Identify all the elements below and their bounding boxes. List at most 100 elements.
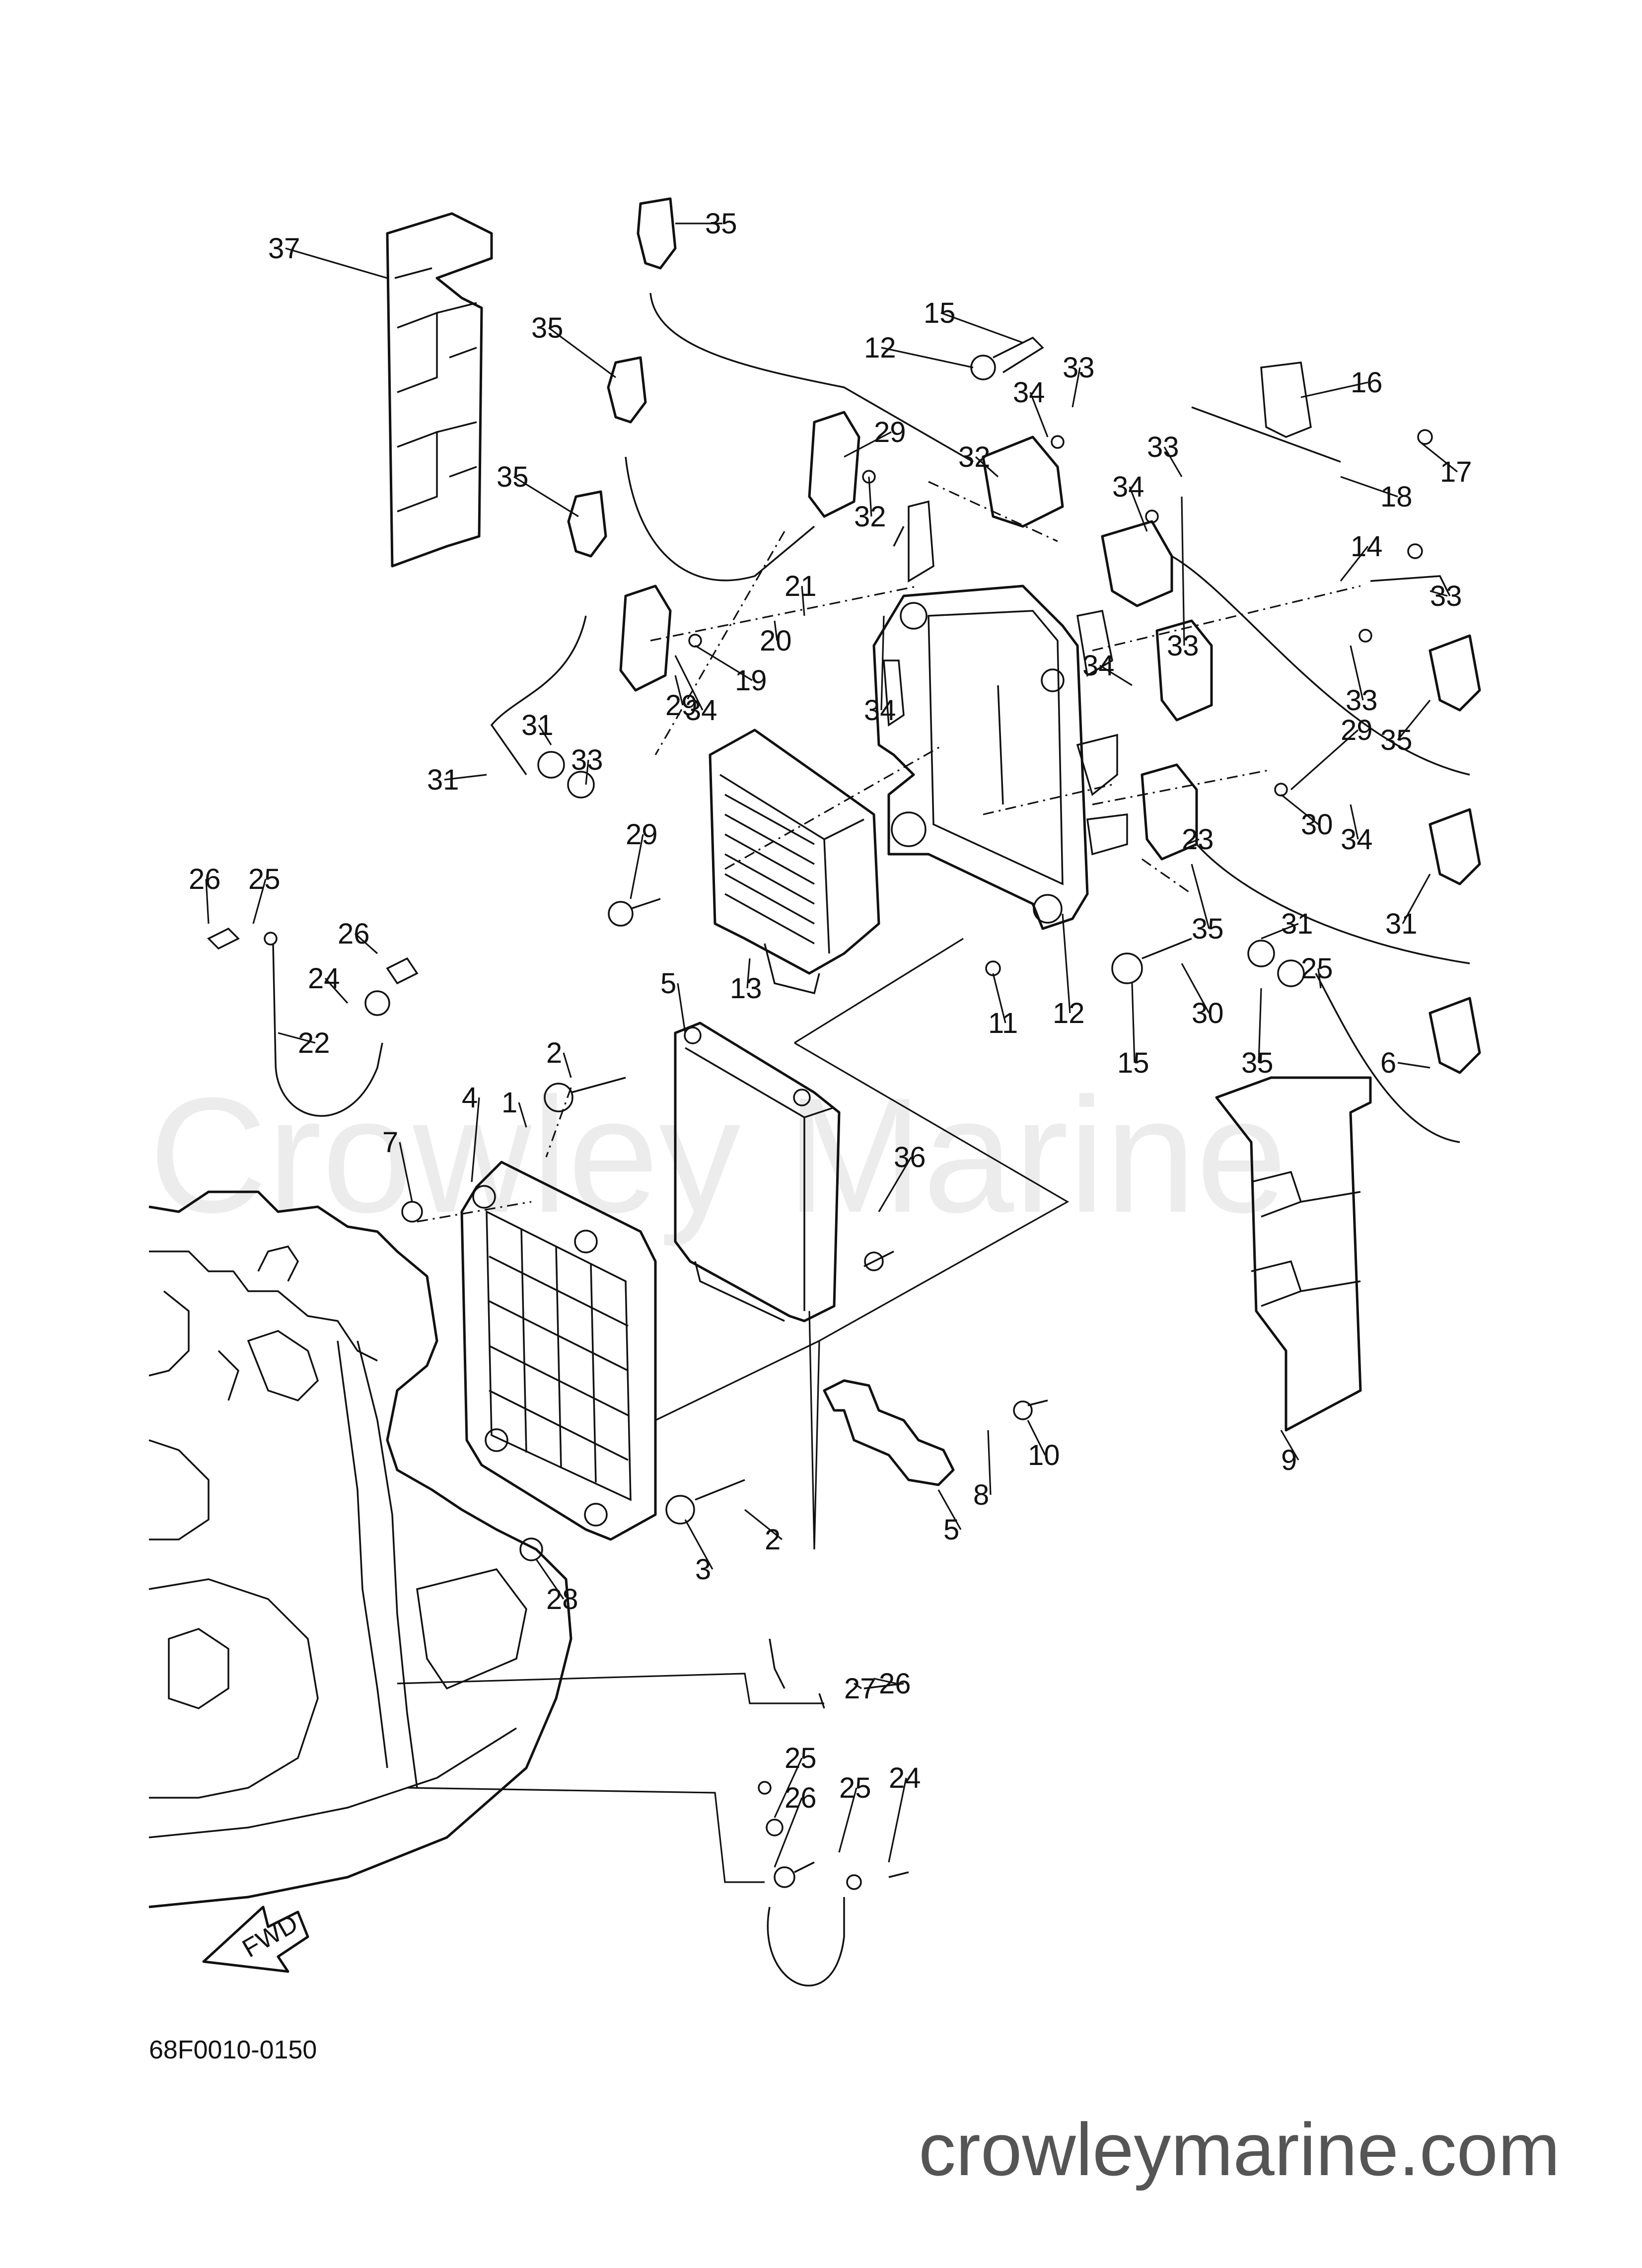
callout-label: 29: [874, 416, 906, 448]
callout-label: 10: [1028, 1439, 1060, 1471]
callout-leader-line: [1099, 664, 1133, 686]
callout-label: 34: [1341, 823, 1373, 856]
callout-label: 35: [531, 312, 564, 344]
callout-label: 5: [660, 967, 676, 1000]
callout-label: 18: [1380, 481, 1413, 513]
callout-leader-line: [563, 1052, 572, 1078]
callout-leader-line: [535, 1559, 565, 1600]
callout-leader-line: [1300, 381, 1368, 398]
callout-leader-line: [844, 431, 892, 458]
callout-label: 33: [571, 744, 603, 776]
callout-label: 26: [189, 863, 221, 895]
callout-label: 34: [685, 694, 717, 727]
callout-leader-line: [873, 1678, 897, 1684]
hardware: [207, 336, 1451, 1987]
callout-leader-line: [744, 1509, 783, 1540]
callout-leaders: [205, 222, 1458, 1868]
callout-label: 11: [988, 1007, 1018, 1039]
callout-leader-line: [399, 1142, 413, 1202]
callout-label: 9: [1281, 1444, 1297, 1476]
part-6-box: [674, 1022, 841, 1322]
callout-leader-line: [975, 456, 999, 478]
callout-leader-line: [880, 615, 885, 711]
part-8-bracket: [823, 1379, 955, 1486]
callout-label: 25: [1301, 952, 1333, 985]
callout-leader-line: [513, 476, 579, 517]
callout-leader-line: [548, 327, 616, 378]
spark-plug-caps: [567, 197, 1481, 1074]
callout-label: 21: [785, 570, 817, 602]
callout-label: 25: [839, 1772, 871, 1804]
callout-leader-line: [695, 645, 753, 681]
callout-leader-line: [878, 1157, 912, 1212]
callout-leader-line: [1027, 1420, 1046, 1456]
callout-leader-line: [518, 1102, 527, 1128]
callout-leader-line: [1317, 968, 1322, 989]
part-37-cover: [386, 212, 493, 568]
callout-label: 35: [497, 461, 529, 493]
callout-leader-line: [1071, 367, 1081, 408]
callout-label: 12: [864, 332, 896, 364]
callout-label: 25: [248, 863, 281, 895]
callout-label: 32: [854, 501, 886, 533]
callout-leader-line: [354, 933, 378, 954]
part-22-ecm: [709, 729, 880, 995]
callout-leader-line: [838, 1787, 857, 1853]
callout-label: 35: [705, 208, 737, 240]
fwd-label: FWD: [238, 1909, 303, 1963]
watermark: Crowley Marine: [149, 1063, 1287, 1247]
callout-leader-line: [940, 312, 1023, 344]
callout-label: 4: [462, 1082, 478, 1114]
callout-label: 27: [844, 1673, 876, 1705]
callout-label: 15: [924, 297, 956, 329]
callout-label: 19: [735, 664, 767, 697]
high-tension-leads: [490, 293, 1470, 1143]
callout-leader-line: [1191, 864, 1210, 929]
callout-label: 7: [382, 1126, 398, 1159]
callout-label: 2: [765, 1524, 781, 1556]
callout-leader-line: [285, 247, 388, 279]
callout-leader-line: [1340, 476, 1398, 498]
callout-label: 24: [889, 1762, 921, 1794]
part-36-cover: [1215, 1076, 1372, 1432]
callout-label: 31: [1281, 908, 1313, 940]
callout-leader-line: [1281, 794, 1319, 825]
callout-leader-line: [471, 1097, 480, 1182]
callout-leader-line: [1181, 496, 1185, 646]
callout-leader-line: [1350, 804, 1359, 840]
callout-label: 5: [943, 1514, 959, 1546]
callout-label: 8: [973, 1479, 989, 1511]
callout-leader-line: [324, 977, 349, 1004]
callout-label: 20: [760, 625, 792, 657]
callout-label: 15: [1117, 1047, 1149, 1079]
callout-label: 12: [1053, 997, 1085, 1029]
callout-label: 29: [665, 689, 698, 722]
callout-leader-line: [538, 725, 552, 745]
callout-label: 22: [298, 1027, 330, 1059]
callout-leader-line: [1280, 1430, 1299, 1461]
engine-outline: [148, 1190, 572, 1908]
callout-leader-line: [1340, 546, 1369, 582]
callout-leader-line: [585, 759, 589, 785]
callout-label: 33: [1346, 684, 1378, 717]
callout-leader-line: [1402, 874, 1431, 924]
callout-label: 16: [1351, 366, 1383, 399]
callout-leader-line: [888, 1777, 907, 1863]
callout-leader-line: [774, 1797, 803, 1868]
callout-leader-line: [252, 878, 267, 924]
callout-label: 28: [546, 1583, 578, 1615]
callout-leader-line: [1131, 983, 1136, 1063]
callout-leader-line: [1420, 441, 1458, 473]
callout-label: 29: [626, 818, 658, 851]
callout-leader-line: [1029, 392, 1049, 438]
callout-leader-line: [1258, 988, 1262, 1063]
part-11-bracket: [872, 500, 1128, 930]
callout-label: 34: [1013, 376, 1045, 409]
callout-label: 36: [894, 1141, 926, 1173]
callout-leader-line: [1429, 590, 1448, 597]
callout-label: 34: [864, 694, 896, 727]
callout-label: 1: [501, 1087, 517, 1119]
callout-label: 30: [1301, 808, 1333, 841]
